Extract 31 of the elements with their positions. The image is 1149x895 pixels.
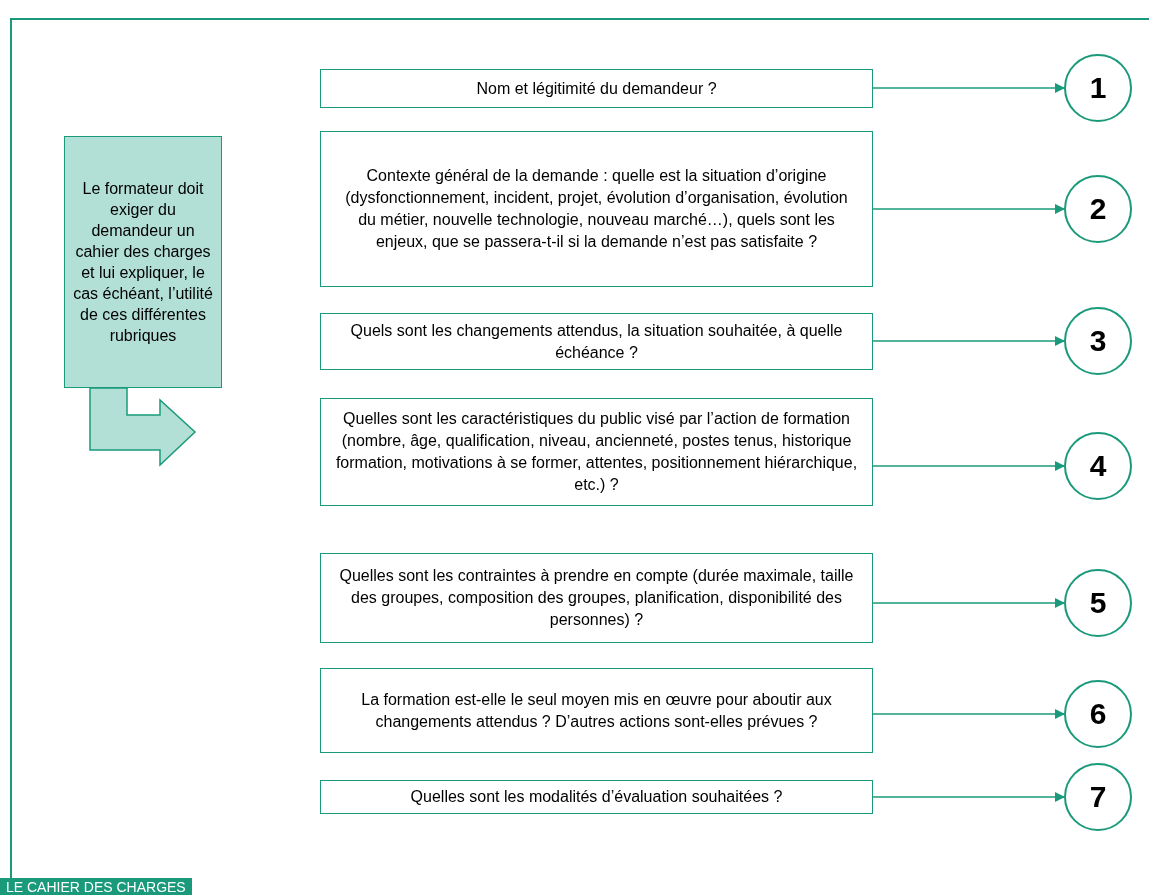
question-box <box>320 69 873 108</box>
step-number: 3 <box>1089 324 1107 358</box>
question-text: La formation est-elle le seul moyen mis en œuvre pour aboutir aux changements attendus ? D’autres actions sont-elles prévues ? <box>360 689 833 732</box>
step-number: 2 <box>1089 192 1107 226</box>
step-number: 7 <box>1089 780 1107 814</box>
step-number: 5 <box>1089 586 1107 620</box>
step-number: 6 <box>1089 697 1107 731</box>
question-text: Quelles sont les contraintes à prendre en compte (durée maximale, taille des groupes, composition des groupes, planification, disponibilité des personnes) ? <box>338 566 855 630</box>
arrow <box>872 336 1065 346</box>
step-number: 4 <box>1089 449 1107 483</box>
question-box <box>320 313 873 370</box>
note-box <box>64 136 222 388</box>
step-number: 1 <box>1089 71 1107 105</box>
arrow <box>872 204 1065 214</box>
question-box <box>320 553 873 643</box>
question-box <box>320 668 873 753</box>
caption: LE CAHIER DES CHARGES <box>0 878 192 895</box>
arrow <box>872 792 1065 802</box>
arrow <box>872 83 1065 93</box>
question-box <box>320 780 873 814</box>
arrow <box>872 709 1065 719</box>
question-text: Nom et légitimité du demandeur ? <box>476 78 717 99</box>
arrow <box>872 598 1065 608</box>
note-text: Le formateur doit exiger du demandeur un cahier des charges et lui expliquer, le cas échéant, l’utilité de ces différentes rubriques <box>72 179 214 346</box>
question-text: Contexte général de la demande : quelle est la situation d’origine (dysfonctionnement, incident, projet, évolution d’organisation, évolution du métier, nouvelle technologie, nouveau marché…), quels sont les enjeux, que se passera-t-il si la demande n’est pas satisfaite ? <box>344 166 849 252</box>
question-box <box>320 131 873 287</box>
question-text: Quelles sont les caractéristiques du public visé par l’action de formation (nombre, âge, qualification, niveau, ancienneté, postes tenus, historique formation, motivations à se former, attentes, positionnement hiérarchique, etc.) ? <box>335 409 858 495</box>
question-text: Quelles sont les modalités d’évaluation souhaitées ? <box>410 787 783 807</box>
arrow <box>872 461 1065 471</box>
question-box <box>320 398 873 506</box>
question-text: Quels sont les changements attendus, la situation souhaitée, à quelle échéance ? <box>349 320 844 363</box>
